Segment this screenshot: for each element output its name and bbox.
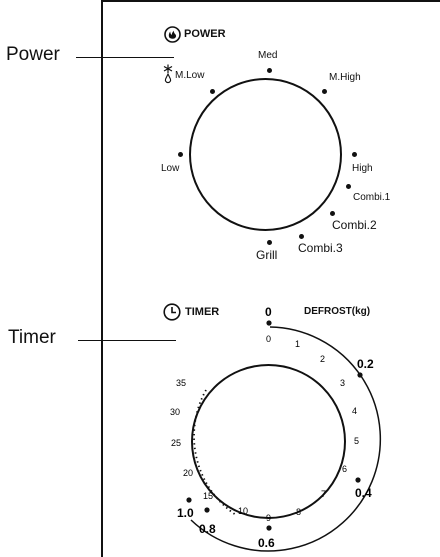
panel-border-top (101, 0, 440, 2)
power-callout-label: Power (6, 44, 60, 65)
weight-10: 1.0 (177, 506, 194, 520)
defrost-title: DEFROST(kg) (304, 306, 371, 317)
timer-callout-label: Timer (8, 327, 56, 348)
label-grill: Grill (256, 248, 278, 262)
weight-dot-08 (204, 507, 210, 513)
weight-dot-0 (266, 320, 272, 326)
clock-icon (163, 303, 181, 321)
panel-border-left (101, 0, 103, 557)
minute-30: 30 (170, 407, 180, 417)
label-mlow: M.Low (175, 70, 205, 81)
label-combi2: Combi.2 (332, 218, 377, 232)
weight-dot-02 (357, 372, 363, 378)
label-high: High (352, 163, 373, 174)
minute-5: 5 (354, 436, 359, 446)
timer-title: TIMER (185, 306, 220, 318)
minute-0: 0 (266, 334, 271, 344)
power-icon (164, 26, 181, 43)
power-knob[interactable] (189, 78, 342, 231)
label-combi1: Combi.1 (353, 192, 391, 203)
weight-02: 0.2 (357, 357, 374, 371)
timer-callout-line (78, 340, 176, 341)
power-title: POWER (184, 28, 226, 40)
minute-20: 20 (183, 468, 193, 478)
dot-combi2 (330, 211, 335, 216)
dot-mlow (210, 89, 215, 94)
weight-dot-10 (186, 497, 192, 503)
minute-25: 25 (171, 438, 181, 448)
weight-04: 0.4 (355, 486, 372, 500)
minute-3: 3 (340, 378, 345, 388)
label-low: Low (161, 163, 180, 174)
minute-4: 4 (352, 406, 357, 416)
weight-0: 0 (265, 305, 272, 319)
label-mhigh: M.High (329, 72, 361, 83)
weight-dot-04 (355, 477, 361, 483)
minute-6: 6 (342, 464, 347, 474)
dot-combi3 (299, 234, 304, 239)
dot-low (178, 152, 183, 157)
dot-grill (267, 240, 272, 245)
weight-06: 0.6 (258, 536, 275, 550)
label-med: Med (258, 50, 278, 61)
weight-08: 0.8 (199, 522, 216, 536)
defrost-icon (163, 64, 173, 84)
timer-knob[interactable] (191, 364, 346, 519)
dot-med (267, 68, 272, 73)
dot-mhigh (322, 89, 327, 94)
weight-dot-06 (266, 525, 272, 531)
power-callout-line (76, 57, 174, 58)
minute-1: 1 (295, 339, 300, 349)
dot-combi1 (346, 184, 351, 189)
minute-35: 35 (176, 378, 186, 388)
label-combi3: Combi.3 (298, 241, 343, 255)
dot-high (352, 152, 357, 157)
minute-2: 2 (320, 354, 325, 364)
